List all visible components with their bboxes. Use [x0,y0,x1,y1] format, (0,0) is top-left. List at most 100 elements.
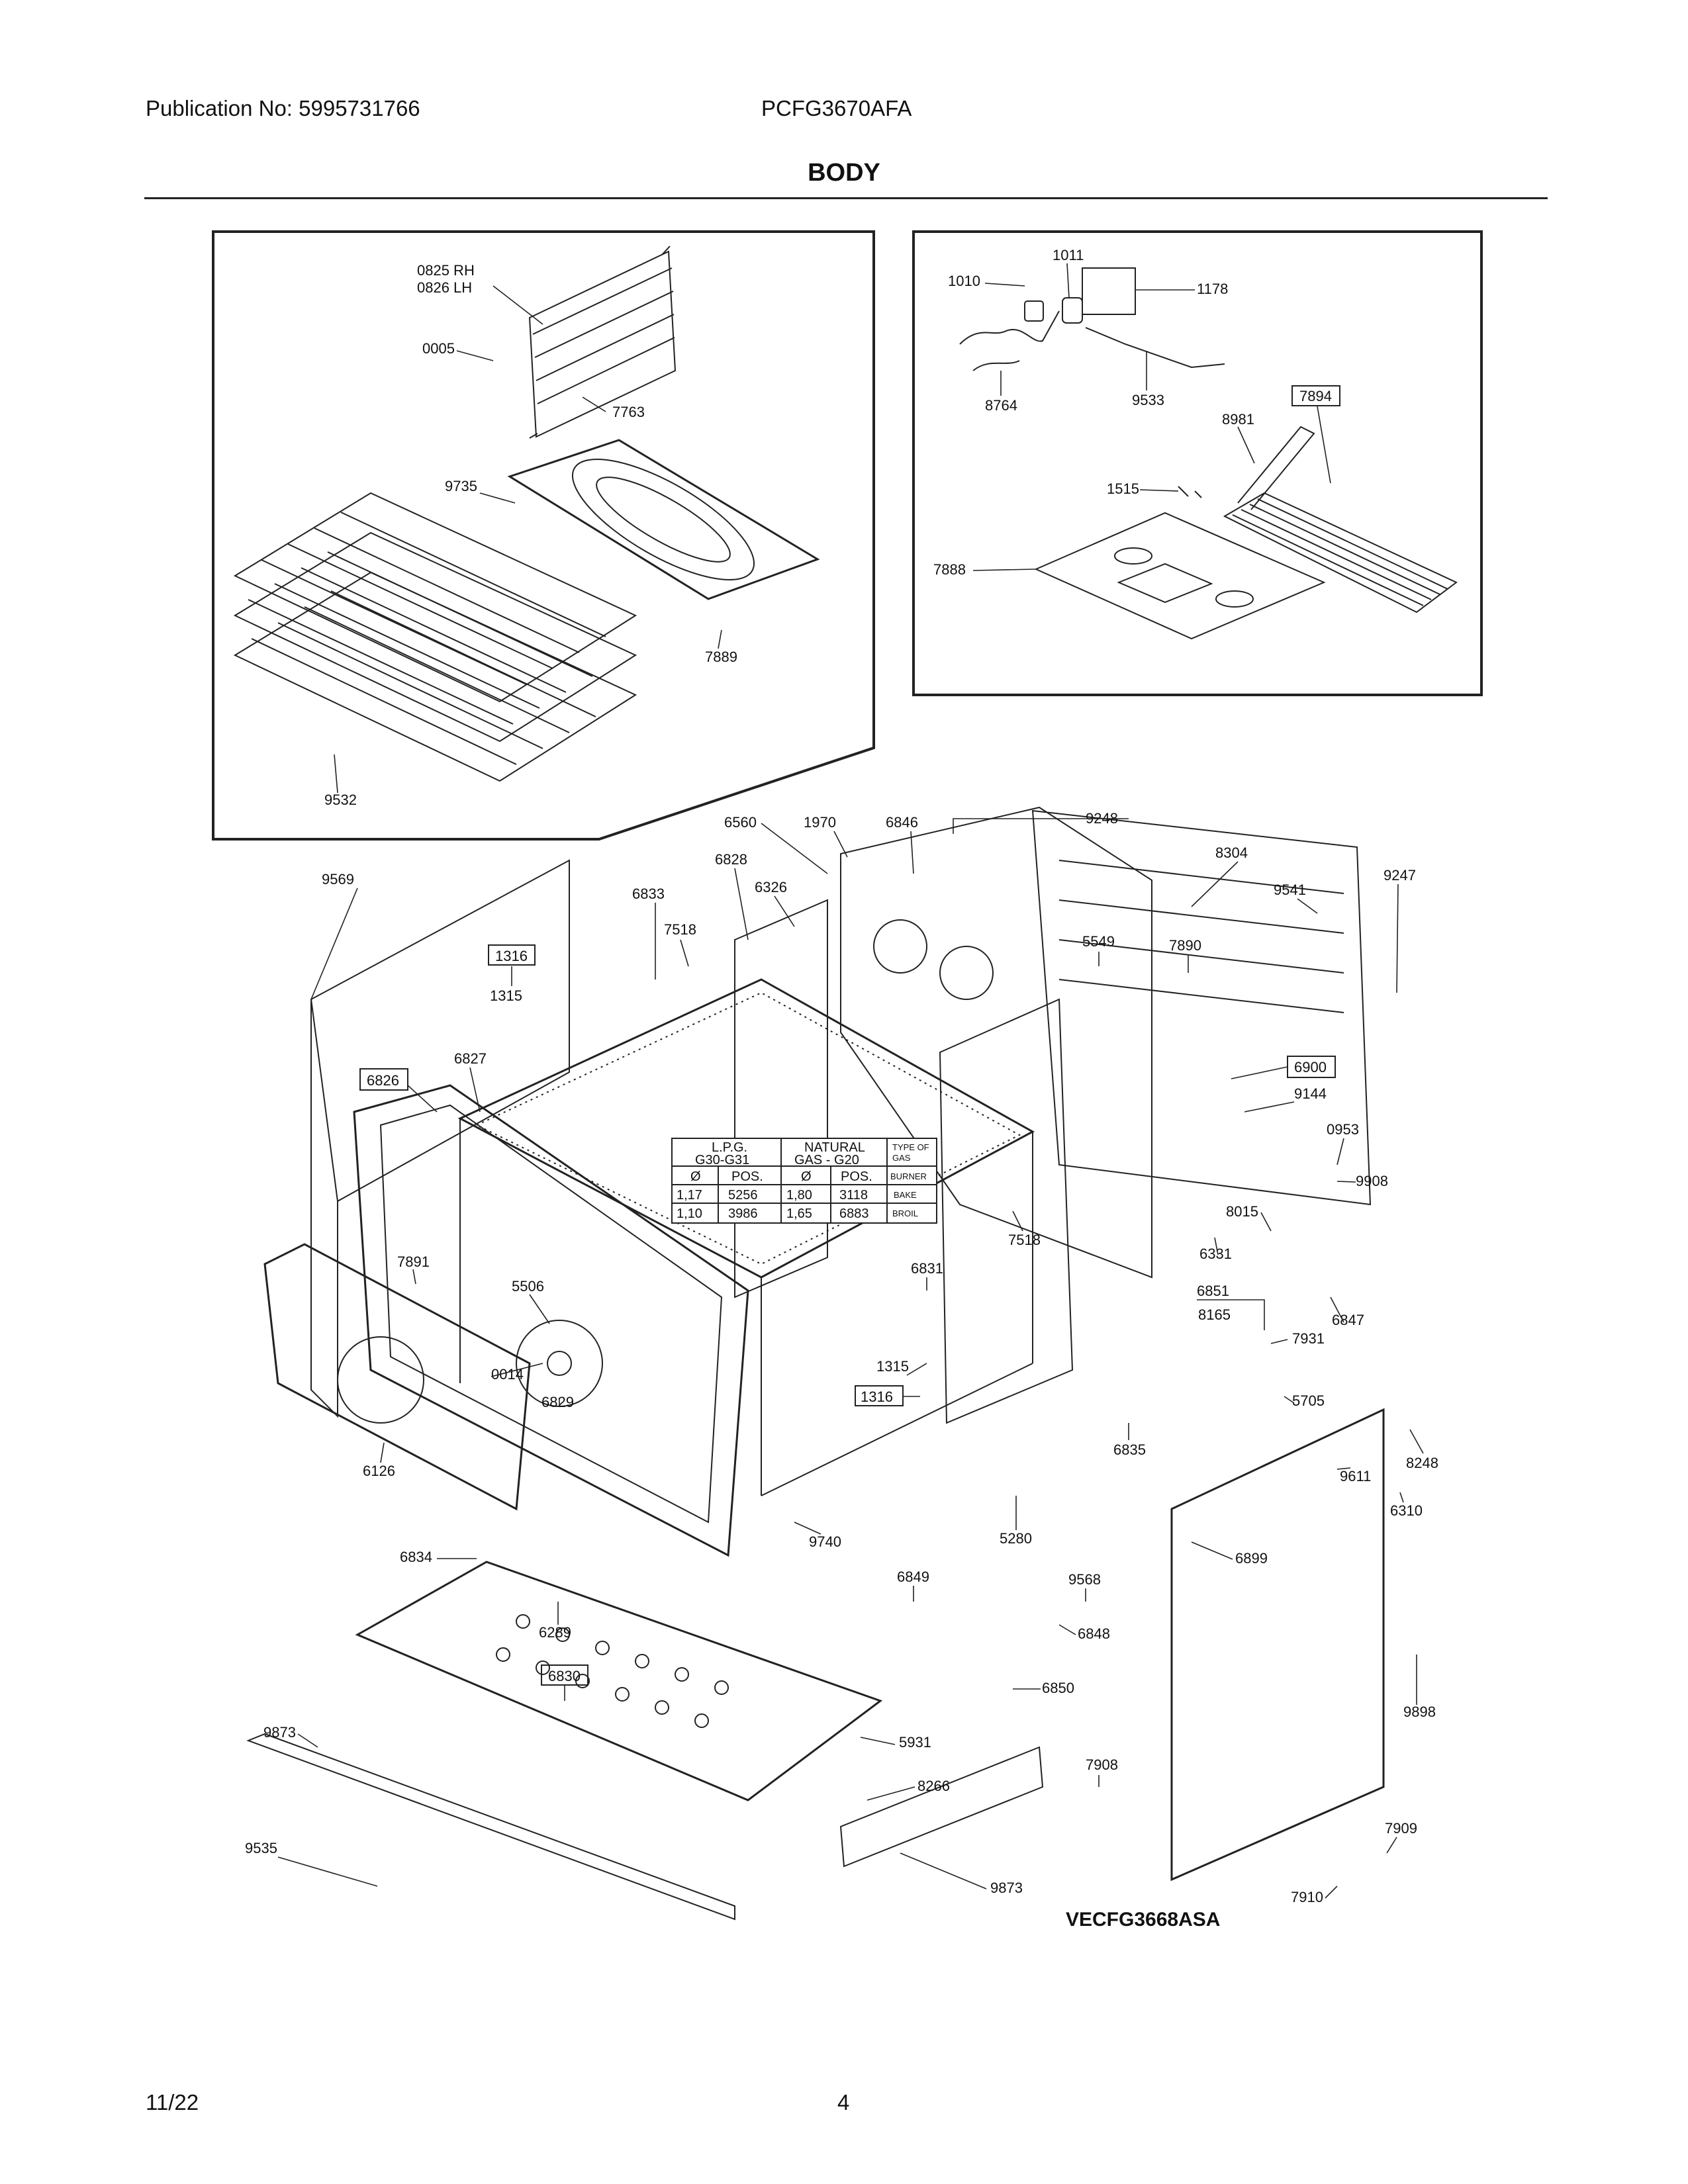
callout-9611: 9611 [1340,1468,1371,1484]
callout-5549: 5549 [1082,933,1115,950]
callout-7909: 7909 [1385,1820,1417,1837]
gas-table-lpg-sub: G30-G31 [695,1153,749,1167]
callout-7888: 7888 [933,561,966,578]
callout-9532: 9532 [324,792,357,808]
callout-6833: 6833 [632,886,665,902]
callout-8165: 8165 [1198,1306,1231,1323]
gas-table-burner-header: BURNER [890,1171,927,1181]
callout-6827: 6827 [454,1050,487,1067]
callout-7518-top: 7518 [664,921,696,938]
kick-panel-part [246,1733,1044,1921]
callout-6851: 6851 [1197,1283,1229,1299]
callout-6829: 6829 [541,1394,574,1410]
callout-labels: 0825 RH 0826 LH 0005 7763 9735 7889 9532… [245,247,1438,1905]
callout-9569: 9569 [322,871,354,887]
oven-door-frame-part [353,1084,749,1557]
callout-0825: 0825 RH [417,262,475,279]
gas-table-nat-dia-header: Ø [801,1169,812,1184]
callout-0953: 0953 [1327,1121,1359,1138]
callout-1515: 1515 [1107,480,1139,497]
callout-7894: 7894 [1299,388,1332,404]
callout-9568: 9568 [1068,1571,1101,1588]
callout-6326: 6326 [755,879,787,895]
callout-1970: 1970 [804,814,836,831]
left-side-panel-part [310,859,570,1418]
gas-table-lpg-dia-header: Ø [690,1169,701,1184]
gas-table-row2-nat-dia: 1,65 [786,1206,812,1221]
leader-lines [277,263,1424,1899]
footer-date: 11/22 [146,2090,199,2115]
callout-9533: 9533 [1132,392,1164,408]
rear-shield-part [1031,809,1372,1206]
callout-9740: 9740 [809,1533,841,1550]
diagram-model-label: VECFG3668ASA [1066,1909,1220,1931]
model-number: PCFG3670AFA [761,96,912,120]
callout-7891: 7891 [397,1253,430,1270]
gas-table-lpg-pos-header: POS. [731,1169,763,1184]
right-side-panel-part [1170,1408,1385,1882]
callout-6835: 6835 [1113,1441,1146,1458]
callout-6834: 6834 [400,1549,432,1565]
callout-5506: 5506 [512,1278,544,1295]
callout-7763: 7763 [612,404,645,420]
callout-0826: 0826 LH [417,279,472,296]
gas-table-natural-sub: GAS - G20 [794,1153,859,1167]
callout-8015: 8015 [1226,1203,1258,1220]
callout-7890: 7890 [1169,937,1201,954]
callout-8981: 8981 [1222,411,1254,428]
callout-9873-left: 9873 [263,1724,296,1741]
gas-table-row2-lpg-dia: 1,10 [677,1206,702,1221]
callout-6126: 6126 [363,1463,395,1479]
callout-8304: 8304 [1215,844,1248,861]
callout-1010: 1010 [948,273,980,289]
callout-9898: 9898 [1403,1704,1436,1720]
callout-6848: 6848 [1078,1625,1110,1642]
callout-6850: 6850 [1042,1680,1074,1696]
oven-rack-part [233,492,637,782]
broil-pan-part [507,439,820,600]
back-panel-part [840,806,1152,1279]
callout-1315-top: 1315 [490,987,522,1004]
gas-table-row2-lpg-pos: 3986 [728,1206,758,1221]
publication-number: Publication No: 5995731766 [146,96,420,120]
gas-table-row1-lpg-pos: 5256 [728,1188,758,1203]
callout-1315-bottom: 1315 [876,1358,909,1375]
callout-6826: 6826 [367,1072,399,1089]
callout-9873-right: 9873 [990,1880,1023,1896]
callout-6560: 6560 [724,814,757,831]
callout-6830: 6830 [548,1668,581,1684]
title-rule [144,197,1548,199]
callout-7518-mid: 7518 [1008,1232,1041,1248]
rack-support-part [528,246,677,439]
broil-burner-part [1034,426,1458,640]
callout-7931: 7931 [1292,1330,1325,1347]
callout-7908: 7908 [1086,1756,1118,1773]
gas-table-row2-nat-pos: 6883 [839,1206,869,1221]
gas-table: L.P.G. G30-G31 NATURAL GAS - G20 TYPE OF… [671,1138,937,1224]
callout-5931: 5931 [899,1734,931,1751]
callout-6831: 6831 [911,1260,943,1277]
gas-table-row1-nat-pos: 3118 [839,1188,868,1203]
inset-box-broil-burner [912,230,1483,696]
callout-1178: 1178 [1197,281,1228,297]
callout-6849: 6849 [897,1569,929,1585]
callout-6828: 6828 [715,851,747,868]
inset-box-racks [212,230,875,841]
boxed-callout-frames [359,385,1340,1686]
callout-9144: 9144 [1294,1085,1327,1102]
gas-table-natural-header: NATURAL [804,1140,865,1155]
callout-6899: 6899 [1235,1550,1268,1567]
callout-6289: 6289 [539,1624,571,1641]
inner-door-part [263,1243,531,1511]
callout-1316-bottom: 1316 [861,1388,893,1405]
callout-0014: 0014 [491,1366,524,1383]
callout-6900: 6900 [1294,1059,1327,1075]
callout-6846: 6846 [886,814,918,831]
callout-1011: 1011 [1053,247,1084,263]
gas-table-type-header-2: GAS [892,1153,911,1163]
footer-page-number: 4 [837,2090,850,2115]
callout-6331: 6331 [1199,1246,1232,1262]
gas-table-nat-pos-header: POS. [841,1169,872,1184]
callout-7889: 7889 [705,649,737,665]
